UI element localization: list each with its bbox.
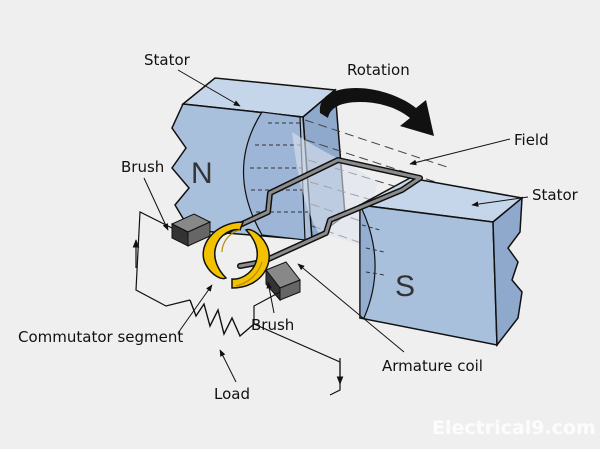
stator-left-pointer — [177, 69, 241, 107]
rotor-region — [292, 132, 378, 245]
label-stator-right: Stator — [532, 186, 579, 204]
load-resistor — [189, 299, 255, 338]
label-field: Field — [514, 131, 549, 149]
north-pole-label: N — [191, 157, 213, 190]
stator-right-magnet — [357, 177, 524, 348]
label-load: Load — [214, 385, 250, 403]
watermark: Electrical9.com — [432, 417, 596, 439]
commutator-pointer — [177, 284, 213, 334]
label-pointers — [143, 69, 529, 383]
armature-pointer — [297, 263, 405, 353]
armature-coil — [213, 157, 423, 269]
label-rotation: Rotation — [347, 61, 410, 79]
stator-right-pointer — [471, 196, 529, 207]
brush-top — [170, 213, 212, 247]
external-circuit — [132, 211, 344, 396]
brush-bottom — [265, 261, 301, 302]
label-armature-coil: Armature coil — [382, 357, 483, 375]
rotation-arrow — [319, 88, 434, 136]
south-pole-label: S — [395, 270, 415, 303]
label-brush-bottom: Brush — [251, 316, 294, 334]
brush-top-pointer — [143, 177, 169, 231]
label-brush-top: Brush — [121, 158, 164, 176]
load-pointer — [219, 349, 237, 383]
field-pointer — [409, 138, 511, 166]
brush-bottom-pointer — [266, 281, 275, 314]
label-commutator-segment: Commutator segment — [18, 328, 183, 346]
commutator-segments — [202, 221, 270, 289]
label-stator-left: Stator — [144, 51, 191, 69]
